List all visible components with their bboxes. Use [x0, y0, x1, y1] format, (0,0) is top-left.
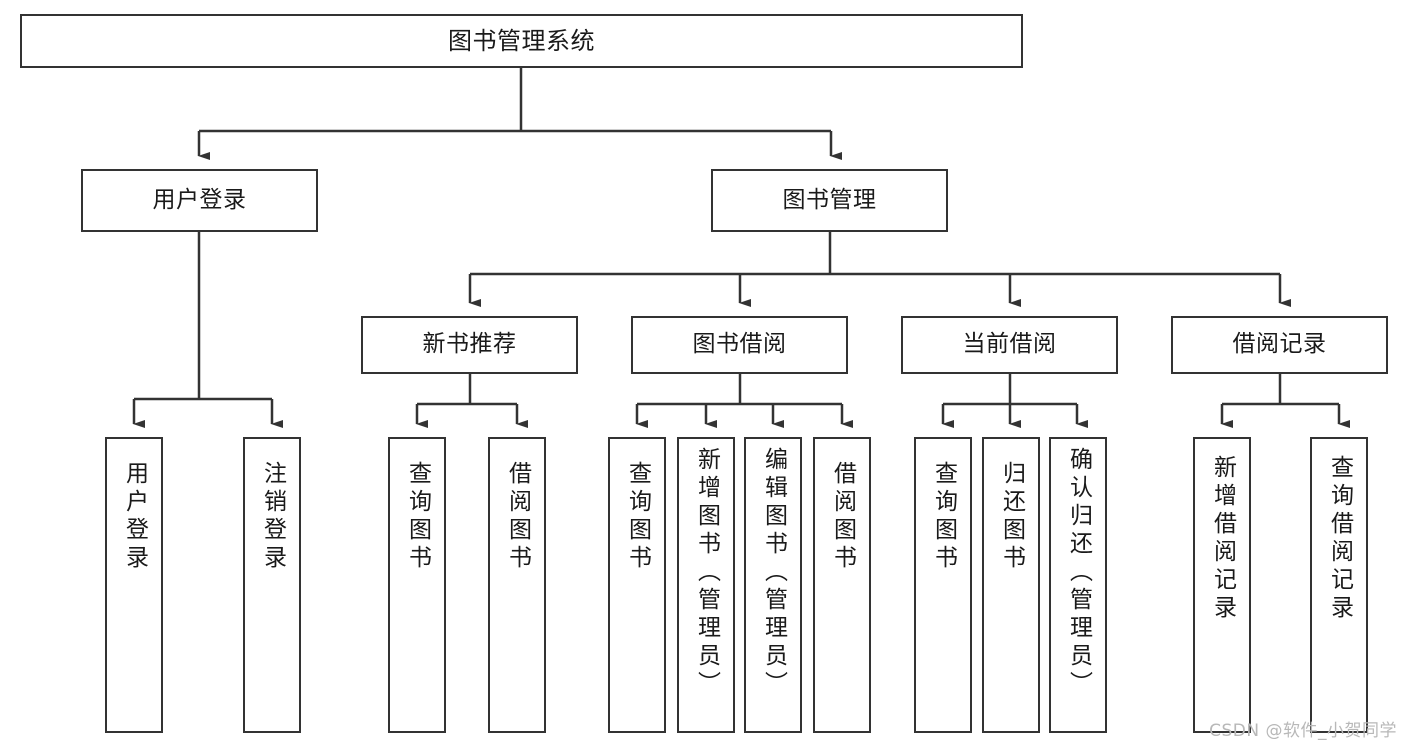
leaf-query-book-2-label: 查询图书 [624, 461, 651, 573]
node-book-management-label: 图书管理 [782, 186, 877, 213]
leaf-confirm-return[interactable]: 确认归还（管理员） [1049, 437, 1107, 733]
leaf-query-book-1-label: 查询图书 [404, 461, 431, 573]
leaf-borrow-book-2[interactable]: 借阅图书 [813, 437, 871, 733]
leaf-borrow-book-2-label: 借阅图书 [829, 461, 856, 573]
node-root-system-label: 图书管理系统 [448, 26, 595, 55]
leaf-add-book[interactable]: 新增图书（管理员） [677, 437, 735, 733]
leaf-edit-book-label: 编辑图书（管理员） [760, 447, 787, 699]
node-current-borrow-label: 当前借阅 [962, 331, 1057, 358]
leaf-user-login-label: 用户登录 [121, 461, 148, 573]
leaf-user-login[interactable]: 用户登录 [105, 437, 163, 733]
node-book-borrow[interactable]: 图书借阅 [631, 316, 848, 374]
leaf-query-record-label: 查询借阅记录 [1326, 455, 1353, 623]
leaf-borrow-book-1-label: 借阅图书 [504, 461, 531, 573]
leaf-add-book-label: 新增图书（管理员） [693, 447, 720, 699]
node-book-borrow-label: 图书借阅 [692, 331, 787, 358]
leaf-query-book-3-label: 查询图书 [930, 461, 957, 573]
node-root-system[interactable]: 图书管理系统 [20, 14, 1023, 68]
leaf-borrow-book-1[interactable]: 借阅图书 [488, 437, 546, 733]
node-new-book-recommend-label: 新书推荐 [422, 331, 517, 358]
leaf-logout-label: 注销登录 [259, 461, 286, 573]
node-borrow-record[interactable]: 借阅记录 [1171, 316, 1388, 374]
csdn-watermark: CSDN @软件_小贺同学 [1209, 721, 1397, 741]
leaf-return-book-label: 归还图书 [998, 461, 1025, 573]
leaf-query-book-1[interactable]: 查询图书 [388, 437, 446, 733]
leaf-edit-book[interactable]: 编辑图书（管理员） [744, 437, 802, 733]
leaf-query-book-3[interactable]: 查询图书 [914, 437, 972, 733]
leaf-logout[interactable]: 注销登录 [243, 437, 301, 733]
node-book-management[interactable]: 图书管理 [711, 169, 948, 232]
leaf-query-record[interactable]: 查询借阅记录 [1310, 437, 1368, 733]
node-new-book-recommend[interactable]: 新书推荐 [361, 316, 578, 374]
node-current-borrow[interactable]: 当前借阅 [901, 316, 1118, 374]
node-borrow-record-label: 借阅记录 [1232, 331, 1327, 358]
leaf-return-book[interactable]: 归还图书 [982, 437, 1040, 733]
node-user-login-label: 用户登录 [152, 186, 247, 213]
leaf-query-book-2[interactable]: 查询图书 [608, 437, 666, 733]
node-user-login[interactable]: 用户登录 [81, 169, 318, 232]
leaf-confirm-return-label: 确认归还（管理员） [1065, 447, 1092, 699]
leaf-add-record-label: 新增借阅记录 [1209, 455, 1236, 623]
leaf-add-record[interactable]: 新增借阅记录 [1193, 437, 1251, 733]
